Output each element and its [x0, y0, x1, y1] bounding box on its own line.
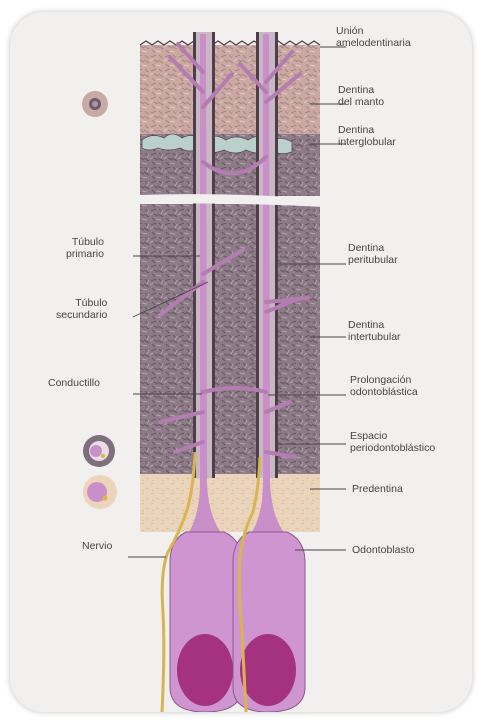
label-predentin: Predentina — [352, 483, 403, 495]
label-amelodentinal-junction: Uniónamelodentinaria — [336, 25, 411, 49]
label-primary-tubule: Túbuloprimario — [66, 236, 104, 260]
tubule-cross-section-middle — [83, 435, 115, 467]
tubule-cross-section-top — [82, 91, 108, 117]
circumpulpal-dentin — [140, 204, 320, 478]
label-peritubular-dentin: Dentinaperitubular — [348, 242, 398, 266]
predentin-band — [140, 474, 320, 532]
label-secondary-tubule: Túbulosecundario — [56, 297, 107, 321]
label-odontoblastic-process: Prolongaciónodontoblástica — [350, 374, 418, 398]
mantle-dentin-band — [140, 45, 320, 137]
label-canaliculus: Conductillo — [48, 377, 100, 389]
nucleus-right — [240, 634, 296, 706]
label-nerve: Nervio — [82, 540, 112, 552]
diagram-card: Uniónamelodentinaria Dentinadel manto De… — [10, 12, 472, 712]
label-interglobular-dentin: Dentinainterglobular — [338, 124, 396, 148]
label-mantle-dentin: Dentinadel manto — [338, 84, 384, 108]
tubule-cross-section-bottom — [83, 475, 117, 509]
label-periodontoblastic-space: Espacioperiodontoblástico — [350, 430, 435, 454]
nucleus-left — [177, 634, 233, 706]
label-intertubular-dentin: Dentinaintertubular — [348, 319, 401, 343]
dentin-tubule-diagram — [10, 12, 472, 712]
label-odontoblast: Odontoblasto — [352, 544, 414, 556]
amelodentinal-junction — [140, 41, 320, 45]
